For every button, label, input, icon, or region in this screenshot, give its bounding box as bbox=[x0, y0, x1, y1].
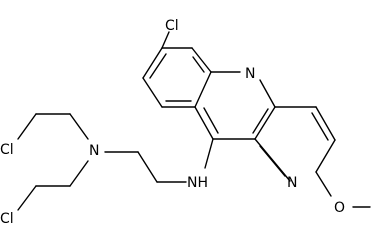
amine-nh-label: NH bbox=[187, 175, 208, 191]
chloroethyl-arms bbox=[17, 113, 89, 211]
central-ring bbox=[194, 71, 276, 140]
methoxy-oxygen-label: O bbox=[334, 200, 345, 216]
chlorine-left-lower-label: Cl bbox=[0, 211, 14, 225]
molecule-drawing: Cl N N NH N Cl Cl O bbox=[0, 18, 371, 225]
tertiary-nitrogen-label: N bbox=[89, 143, 99, 159]
bond-c-cl-top bbox=[161, 31, 170, 49]
chlorine-top-label: Cl bbox=[165, 18, 179, 34]
pyridine-ring-right bbox=[254, 106, 336, 182]
ring-nitrogen-lower-label: N bbox=[287, 175, 297, 191]
amine-linker bbox=[104, 138, 214, 183]
methoxy-group bbox=[315, 171, 371, 208]
chlorine-left-upper-label: Cl bbox=[0, 142, 14, 158]
chemical-structure-canvas: Cl N N NH N Cl Cl O bbox=[0, 18, 371, 225]
benzene-ring-left bbox=[142, 47, 212, 108]
ring-nitrogen-center-label: N bbox=[245, 66, 255, 82]
